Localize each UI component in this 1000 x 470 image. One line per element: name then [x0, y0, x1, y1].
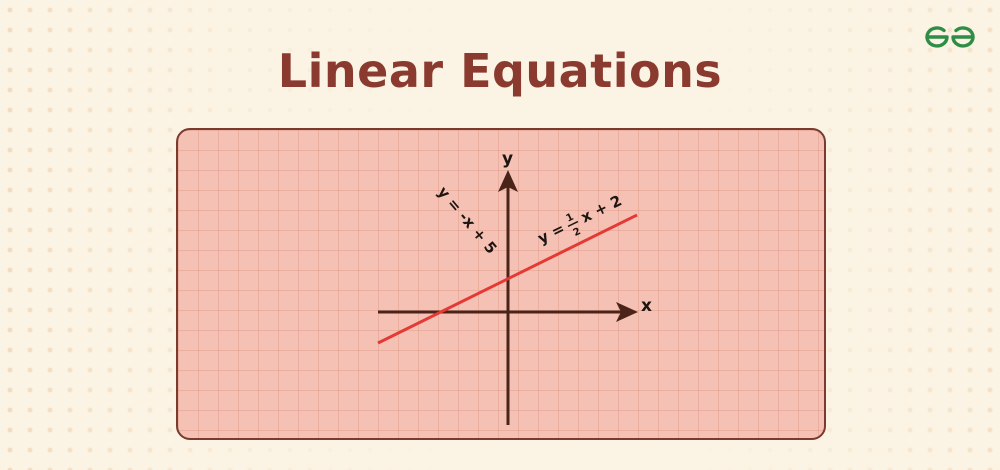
- gfg-logo-icon: [925, 26, 975, 48]
- equation-2-prefix: y =: [535, 219, 568, 247]
- fraction-bar: [567, 220, 579, 228]
- x-axis-arrow: [616, 302, 638, 322]
- y-axis-arrow: [498, 170, 518, 192]
- fraction-numerator: 1: [565, 212, 576, 225]
- equation-line: [377, 213, 638, 345]
- graph-panel: [176, 128, 826, 440]
- fraction-denominator: 2: [572, 226, 583, 239]
- y-axis-label: y: [502, 149, 513, 169]
- page-title: Linear Equations: [277, 44, 723, 98]
- equation-2-suffix: x + 2: [578, 191, 625, 226]
- x-axis-label: x: [641, 296, 652, 316]
- equation-1-label: y = -x + 5: [434, 183, 501, 258]
